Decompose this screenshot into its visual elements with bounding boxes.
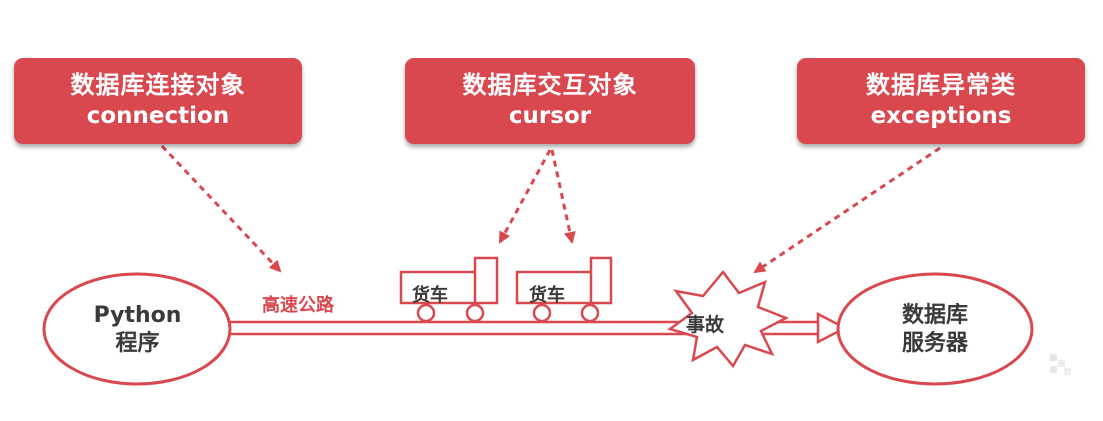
database-server-node: [836, 272, 1034, 386]
concept-subtitle: connection: [86, 103, 230, 129]
connection-pointer-arrow: [160, 144, 282, 273]
cursor-pointer-arrow-left: [498, 149, 552, 244]
explosion-burst-icon: [667, 269, 790, 369]
client-line-1: Python: [93, 303, 182, 328]
accident-label: 事故: [686, 314, 725, 336]
truck-icon: [515, 256, 613, 323]
concept-title: 数据库连接对象: [70, 71, 246, 99]
python-program-node: [42, 272, 232, 386]
watermark-icon: [1050, 354, 1071, 375]
highway-arrowhead-icon: [816, 311, 848, 345]
connection-concept-box: 数据库连接对象 connection: [14, 58, 302, 144]
truck-icon: [399, 256, 499, 323]
exceptions-pointer-arrow: [753, 146, 941, 274]
concept-title: 数据库交互对象: [462, 71, 638, 99]
client-line-2: 程序: [115, 331, 160, 356]
server-line-2: 服务器: [901, 331, 968, 356]
concept-subtitle: cursor: [508, 103, 592, 129]
highway-label: 高速公路: [262, 295, 334, 316]
database-server-label: 数据库 服务器: [840, 302, 1030, 358]
truck-label: 货车: [412, 285, 448, 306]
python-program-label: Python 程序: [50, 302, 225, 358]
truck-label: 货车: [529, 285, 565, 306]
cursor-pointer-arrow-right: [550, 149, 576, 244]
server-line-1: 数据库: [901, 303, 968, 328]
exceptions-concept-box: 数据库异常类 exceptions: [797, 58, 1085, 144]
concept-subtitle: exceptions: [870, 103, 1012, 129]
concept-title: 数据库异常类: [866, 71, 1016, 99]
cursor-concept-box: 数据库交互对象 cursor: [405, 58, 695, 144]
